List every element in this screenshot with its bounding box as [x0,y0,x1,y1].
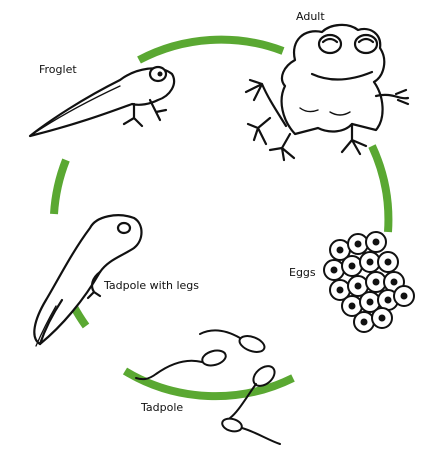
stage-label-tadpole: Tadpole [140,401,183,414]
stage-label-froglet: Froglet [39,63,77,76]
stage-label-adult: Adult [296,10,325,23]
froglet-icon [30,67,174,136]
stage-label-tadpole-with-legs: Tadpole with legs [103,279,199,292]
stage-label-eggs: Eggs [289,266,316,279]
cycle-arc-left-upper [54,160,66,214]
cycle-arc-right [372,146,388,232]
cycle-arc-top [139,40,283,60]
egg-cluster-icon [324,232,414,332]
